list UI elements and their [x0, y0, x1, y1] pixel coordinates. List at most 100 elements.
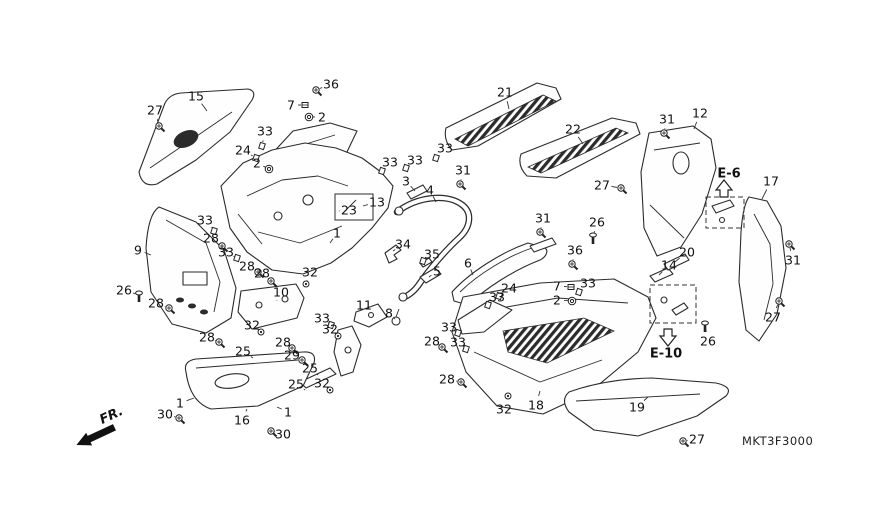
callout-label: 31 [785, 252, 801, 267]
callout-label: 2 [253, 155, 261, 170]
callout-22: 22 [565, 121, 584, 145]
callout-28: 28 [203, 230, 229, 253]
callout-32: 32 [302, 264, 318, 288]
callout-label: 1 [176, 395, 184, 410]
panel-19-contour [575, 393, 701, 402]
panel-9-slot [182, 271, 208, 286]
leader-line [693, 121, 698, 130]
callout-label: 26 [589, 214, 605, 229]
fr-arrow [76, 424, 116, 446]
callout-5: 5 [428, 263, 441, 278]
bracket-10-hole-1 [255, 301, 263, 309]
detail-box-23-part [341, 199, 357, 215]
panel-12-contour-2 [649, 204, 685, 239]
callout-33: 33 [575, 275, 596, 297]
leader-line [276, 406, 282, 410]
bracket-near-31-shape [529, 237, 557, 253]
callout-33: 33 [218, 244, 241, 263]
bolt-icon [701, 320, 709, 326]
ref-e10-part [671, 302, 689, 316]
callout-27: 27 [147, 102, 166, 133]
callout-35: 35 [419, 246, 440, 266]
ref-arrow-up-icon [714, 179, 734, 198]
panel-17-contour [753, 213, 774, 321]
pipe-4-end-top [394, 206, 404, 216]
callout-label: 33 [257, 123, 273, 138]
callout-24: 24 [495, 280, 517, 301]
callout-28: 28 [254, 265, 278, 288]
callout-28: 28 [275, 334, 299, 355]
callout-25: 25 [288, 376, 306, 391]
callout-32: 32 [322, 321, 342, 340]
panel-12-shape [640, 125, 717, 257]
callout-label: 8 [385, 305, 393, 320]
callout-label: 28 [275, 334, 291, 349]
panel-16-contour [195, 359, 299, 369]
callout-label: 32 [322, 321, 338, 336]
callout-32: 32 [314, 375, 334, 394]
callout-25: 25 [235, 343, 254, 359]
callout-6: 6 [464, 255, 474, 276]
panel-9-vent-1 [176, 297, 184, 303]
callout-31: 31 [785, 240, 801, 267]
callout-label: 25 [235, 343, 251, 358]
callout-label: 2 [553, 292, 561, 307]
callout-label: 10 [273, 284, 289, 299]
callout-label: 33 [450, 334, 466, 349]
callout-label: 28 [203, 230, 219, 245]
callout-36: 36 [312, 76, 339, 97]
pipe-4-end-bottom [398, 292, 408, 302]
callout-14: 14 [658, 257, 677, 276]
callout-label: 32 [244, 317, 260, 332]
leader-line [577, 136, 584, 145]
callout-label: 9 [134, 242, 142, 257]
callout-label: 35 [424, 246, 440, 261]
ref-E-10: E-10 [649, 284, 697, 362]
leader-line [186, 397, 195, 402]
callout-32: 32 [244, 317, 265, 336]
callout-label: 7 [287, 97, 295, 112]
panel-15-contour [149, 111, 233, 169]
center-assembly-shape [220, 142, 394, 275]
callout-label: 34 [395, 236, 411, 251]
panel-19-shape [563, 377, 729, 437]
leader-line [201, 103, 208, 112]
clip-icon [327, 320, 335, 330]
callout-label: 20 [679, 244, 695, 259]
pipe-4-inner [395, 195, 471, 300]
center-assembly-contour-3 [237, 213, 263, 245]
callout-label: 33 [218, 244, 234, 259]
callout-19: 19 [629, 396, 649, 414]
panel-12-contour-1 [653, 142, 701, 151]
clip-icon [454, 328, 462, 338]
panel-9-contour [165, 219, 221, 313]
callout-label: 32 [314, 375, 330, 390]
step-21-tread [454, 94, 557, 147]
callout-label: 1 [284, 404, 292, 419]
clip-icon [378, 166, 386, 176]
callout-33: 33 [378, 154, 398, 176]
callout-30: 30 [157, 406, 186, 425]
clip-icon [432, 153, 440, 163]
clip-icon [462, 344, 470, 354]
callout-label: 11 [356, 297, 372, 312]
panel-9-vent-2 [188, 303, 196, 309]
callout-25: 25 [302, 360, 319, 376]
callout-30: 30 [267, 426, 291, 441]
callout-label: 18 [528, 397, 544, 412]
callout-33: 33 [197, 212, 218, 236]
callout-label: 1 [333, 225, 341, 240]
callout-33: 33 [314, 310, 335, 330]
panel-9-shape [145, 206, 237, 334]
callout-7: 7 [553, 278, 575, 293]
callout-label: 28 [239, 258, 255, 273]
callout-3: 3 [402, 173, 416, 192]
grommet-icon [569, 298, 575, 304]
callout-label: 19 [629, 399, 645, 414]
callout-7: 7 [287, 97, 309, 112]
part-8-shape [391, 316, 401, 326]
callout-13: 13 [362, 194, 385, 209]
callout-label: 27 [594, 177, 610, 192]
leader-line [316, 373, 319, 376]
ref-label: E-10 [650, 347, 682, 362]
